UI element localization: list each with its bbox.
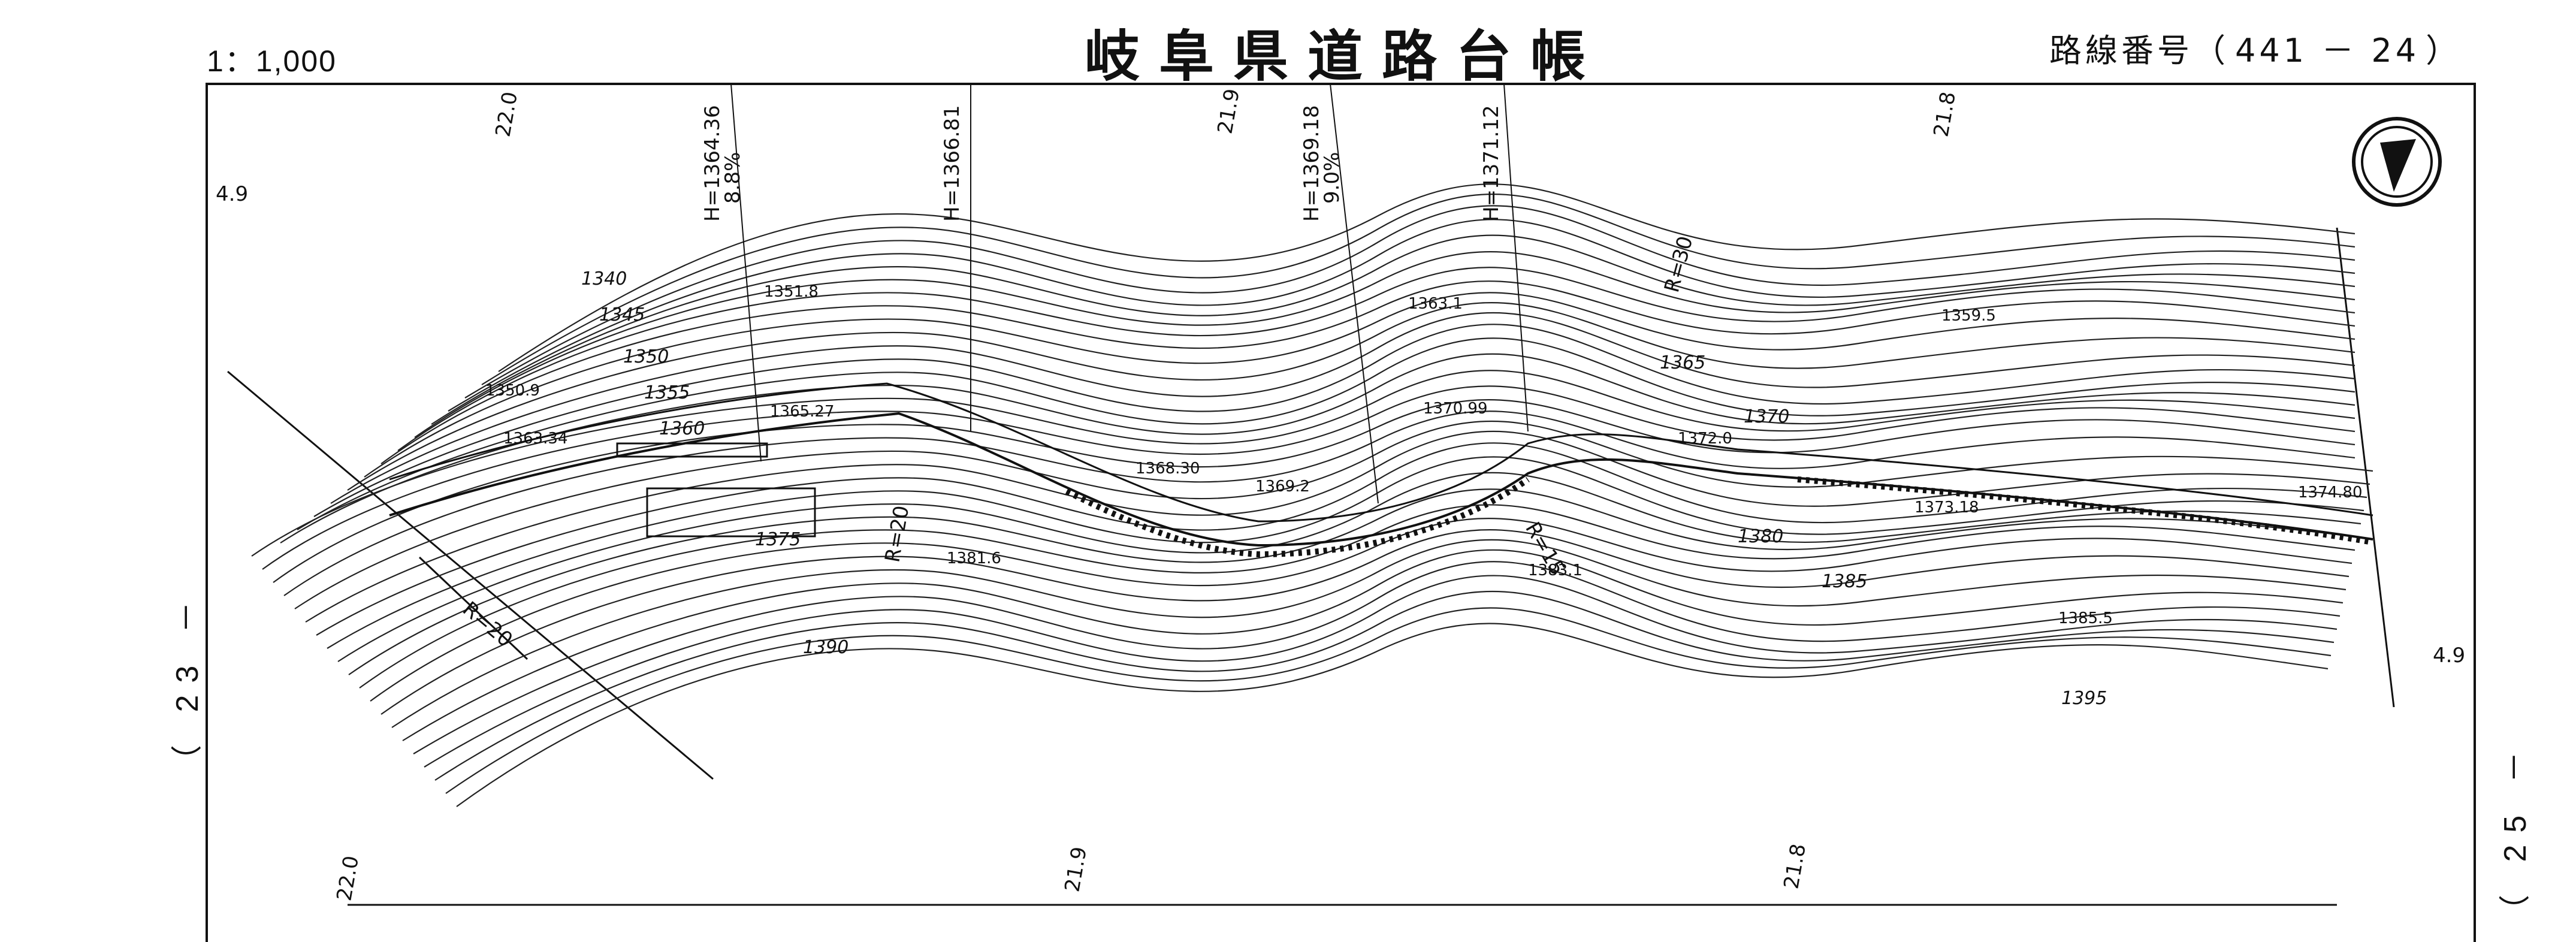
spot-height-label: 1383.1	[1528, 561, 1583, 579]
width-label-top: 21.9	[1213, 87, 1245, 135]
contour-label: 1395	[2061, 688, 2107, 709]
width-label-bottom: 21.9	[1060, 845, 1092, 893]
spot-height-label: 1381.6	[947, 550, 1001, 567]
contour-label: 1385	[1822, 571, 1867, 592]
contour-line	[424, 575, 2338, 768]
contour-line	[464, 205, 2355, 398]
profile-grade-label: 9.0%	[1320, 152, 1344, 204]
contour-line	[445, 607, 2332, 794]
map-scale: 1：1,000	[207, 44, 337, 78]
contour-line	[380, 529, 2349, 715]
map-title: 岐阜県道路台帳	[1085, 25, 1605, 89]
route-number-block: 路線番号（441 － 24）	[2049, 24, 2468, 71]
spot-height-label: 1374.80	[2298, 484, 2363, 502]
contour-line	[434, 590, 2335, 781]
spot-height-label: 1359.5	[1941, 307, 1996, 325]
profile-line-1	[730, 83, 762, 462]
contour-lines	[251, 183, 2373, 807]
road-centerline	[389, 382, 2373, 558]
contour-line	[370, 518, 2352, 702]
spot-height-label: 1370.99	[1423, 400, 1488, 418]
spot-height-label: 1385.5	[2058, 609, 2113, 627]
map-frame	[206, 83, 2476, 942]
route-number-label: 路線番号（	[2049, 32, 2229, 70]
contour-line	[316, 442, 2367, 636]
contour-line	[380, 280, 2355, 464]
spot-height-label: 1351.8	[764, 283, 819, 301]
contour-line	[337, 472, 2361, 662]
profile-elevation-label: H=1371.12	[1479, 105, 1503, 222]
north-arrow-icon	[2352, 117, 2442, 207]
contour-line	[359, 504, 2355, 689]
contour-line	[498, 183, 2355, 372]
contour-line	[347, 302, 2355, 491]
contour-line	[273, 399, 2355, 583]
contour-label: 1355	[644, 382, 690, 403]
contour-line	[397, 267, 2355, 451]
contour-label: 1380	[1738, 526, 1783, 547]
width-label-bottom: 21.8	[1779, 842, 1811, 890]
contour-line	[251, 370, 2355, 557]
width-label-top: 21.8	[1929, 90, 1961, 138]
contour-line	[330, 312, 2355, 504]
contour-line	[431, 234, 2355, 425]
profile-elevation-label: H=1366.81	[940, 105, 964, 222]
contour-line	[327, 456, 2364, 649]
spot-height-label: 1350.9	[485, 382, 540, 400]
contour-label: 1350	[623, 346, 669, 367]
contour-line	[413, 561, 2341, 754]
spot-height-label: 1363.34	[503, 430, 568, 448]
edge-width-label-right: 4.9	[2433, 644, 2465, 668]
contour-line	[348, 488, 2358, 675]
retaining-wall-top	[616, 442, 768, 458]
contour-line	[391, 539, 2347, 728]
retaining-wall-grid	[646, 487, 816, 538]
contour-label: 1365	[1660, 352, 1705, 373]
profile-line-3	[1330, 83, 1379, 504]
contour-line	[280, 353, 2355, 544]
spot-height-label: 1368.30	[1136, 460, 1200, 478]
boundary-line-left	[227, 370, 714, 780]
profile-elevation-label: H=1369.18	[1300, 105, 1324, 222]
spot-height-label: 1372.0	[1678, 430, 1732, 448]
contour-line	[448, 219, 2355, 412]
contour-line	[414, 251, 2355, 438]
profile-line-4	[1503, 83, 1529, 432]
contour-line	[262, 385, 2355, 570]
contour-line	[294, 420, 2373, 609]
edge-width-label-left: 4.9	[216, 182, 248, 206]
spot-height-label: 1365.27	[770, 403, 835, 421]
contour-label: 1390	[803, 637, 848, 658]
contour-label: 1360	[659, 418, 705, 439]
contour-label: 1345	[599, 304, 645, 325]
contour-label: 1340	[581, 268, 627, 289]
width-label-bottom: 22.0	[332, 854, 364, 902]
profile-elevation-label: H=1364.36	[700, 105, 724, 222]
route-number-value: 441 － 24	[2235, 32, 2420, 70]
route-number-close: ）	[2426, 32, 2462, 70]
spot-height-label: 1363.1	[1408, 295, 1463, 313]
spot-height-label: 1373.18	[1914, 499, 1979, 517]
boundary-line-right	[2336, 227, 2395, 708]
contour-label: 1370	[1744, 406, 1789, 427]
profile-grade-label: 8.8%	[721, 152, 745, 204]
contour-line	[283, 410, 2355, 596]
spot-height-label: 1369.2	[1255, 478, 1310, 496]
contour-line	[456, 623, 2329, 807]
contour-line	[402, 549, 2344, 741]
contour-label: 1375	[755, 529, 801, 550]
curve-radius-label: R=20	[880, 504, 914, 564]
contour-line	[305, 430, 2370, 623]
contour-line	[481, 193, 2355, 385]
contour-line	[297, 337, 2355, 530]
contour-line	[313, 324, 2355, 517]
width-label-top: 22.0	[491, 90, 523, 138]
